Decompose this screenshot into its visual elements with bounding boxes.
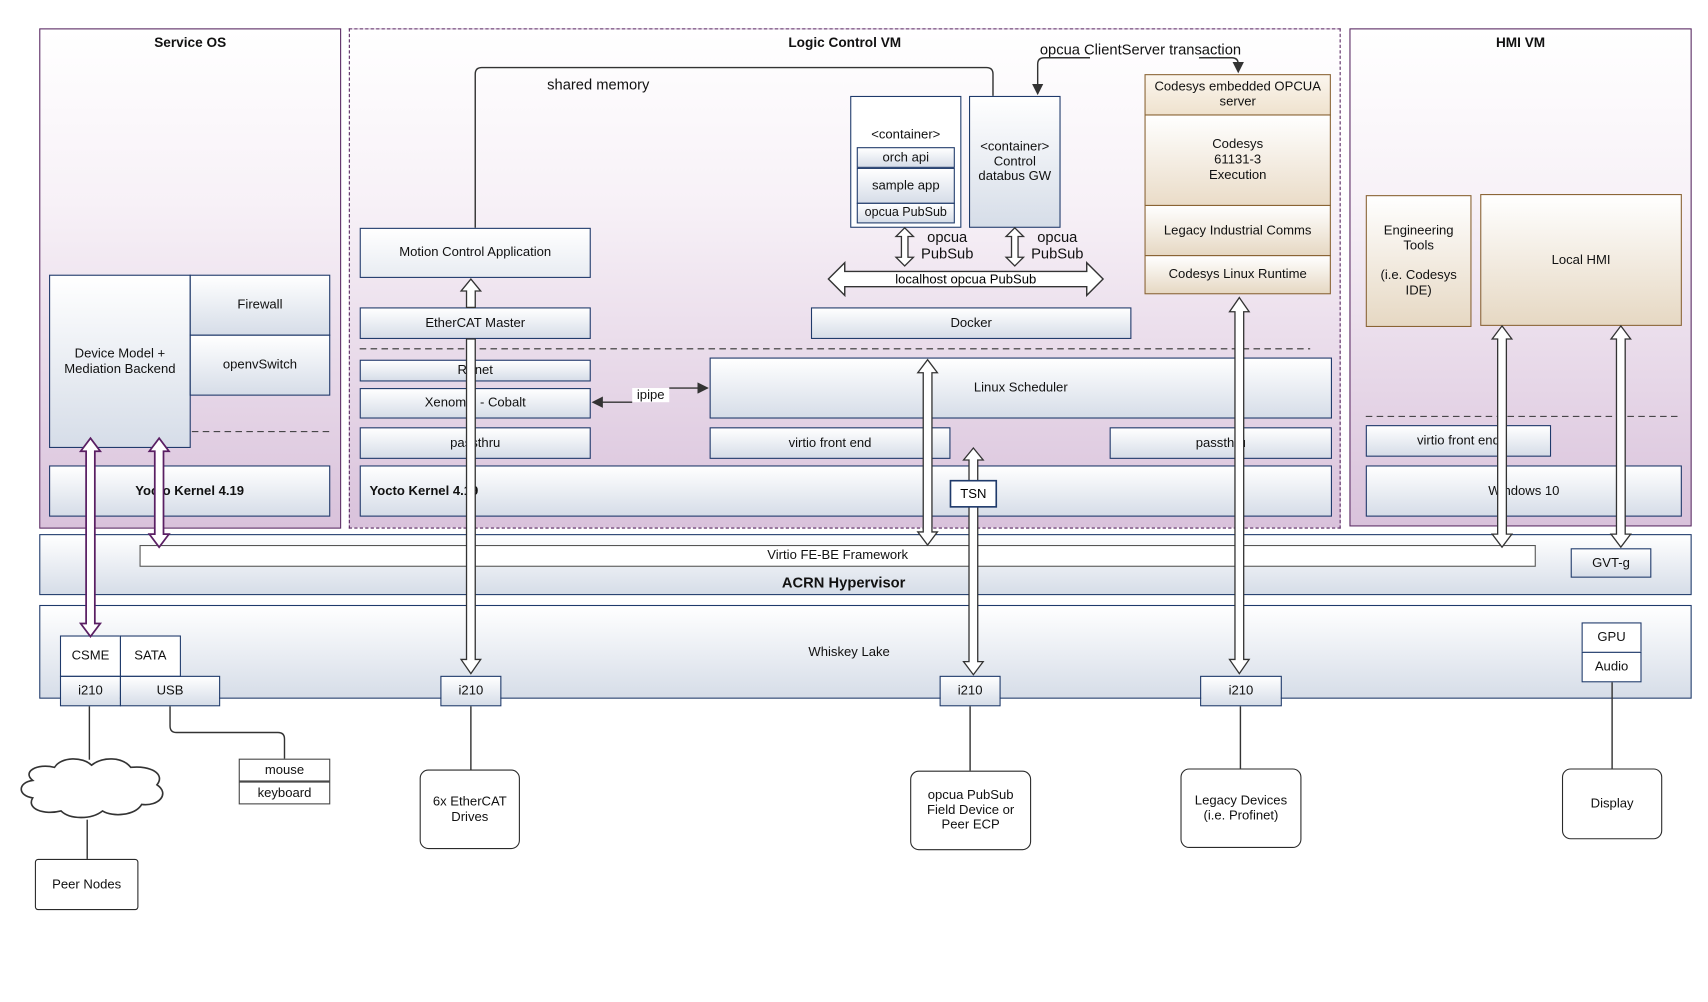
windows-10-box: Windows 10 xyxy=(1365,465,1682,517)
service-os-title: Service OS xyxy=(154,34,227,51)
linux-scheduler-box: Linux Scheduler xyxy=(709,357,1332,419)
rtnet-box: RTnet xyxy=(359,359,591,382)
hmi-vm-title: HMI VM xyxy=(1495,34,1546,51)
virtio-framework-box: Virtio FE-BE Framework xyxy=(139,545,1536,567)
codesys-runtime-box: Codesys Linux Runtime xyxy=(1144,255,1331,295)
openvswitch-box: openvSwitch xyxy=(189,334,331,396)
engineering-tools-box: Engineering Tools (i.e. Codesys IDE) xyxy=(1365,195,1472,327)
usb-box: USB xyxy=(119,675,221,707)
i210-box-a: i210 xyxy=(59,675,121,707)
xenomai-box: Xenomai - Cobalt xyxy=(359,388,591,419)
whiskey-lake-title: Whiskey Lake xyxy=(808,644,890,660)
logic-vm-kernel-box: Yocto Kernel 4.19 xyxy=(359,465,1332,517)
acrn-hypervisor-title: ACRN Hypervisor xyxy=(781,574,906,592)
csme-box: CSME xyxy=(59,635,121,677)
logic-control-vm-title: Logic Control VM xyxy=(788,34,902,51)
opcua-field-device-box: opcua PubSub Field Device or Peer ECP xyxy=(910,770,1032,851)
ethercat-master-box: EtherCAT Master xyxy=(359,307,591,339)
container-orch-title: <container> xyxy=(871,126,941,142)
orch-api-box: orch api xyxy=(856,147,955,168)
shared-memory-label: shared memory xyxy=(547,76,650,93)
motion-control-app-box: Motion Control Application xyxy=(359,227,591,278)
usb-mouse-line xyxy=(169,706,286,759)
sample-app-box: sample app xyxy=(856,167,955,204)
local-hmi-box: Local HMI xyxy=(1480,194,1682,326)
service-os-kernel-box: Yocto Kernel 4.19 xyxy=(49,465,331,517)
gpu-box: GPU xyxy=(1581,622,1642,653)
ethercat-drives-box: 6x EtherCAT Drives xyxy=(419,769,520,850)
peer-nodes-box: Peer Nodes xyxy=(34,858,139,911)
i210-box-c: i210 xyxy=(939,675,1001,707)
whiskey-lake-band: Whiskey Lake xyxy=(39,604,1692,699)
opcua-pubsub-label-1: opcua PubSub xyxy=(921,228,974,262)
gvt-g-box: GVT-g xyxy=(1570,548,1652,578)
docker-box: Docker xyxy=(810,307,1132,339)
legacy-devices-box: Legacy Devices (i.e. Profinet) xyxy=(1180,768,1302,849)
opcua-clientserver-label: opcua ClientServer transaction xyxy=(1039,41,1242,58)
codesys-execution-box: Codesys 61131-3 Execution xyxy=(1144,114,1331,207)
firewall-box: Firewall xyxy=(189,274,331,336)
opcua-pubsub-label-2: opcua PubSub xyxy=(1031,228,1084,262)
ipipe-label: ipipe xyxy=(632,387,670,403)
factory-network-label: factory Network xyxy=(43,784,135,801)
container-databus-box: <container> Control databus GW xyxy=(969,95,1061,228)
mouse-box: mouse xyxy=(238,758,331,782)
audio-box: Audio xyxy=(1581,651,1642,683)
device-model-box: Device Model + Mediation Backend xyxy=(49,274,191,448)
passthru-box-1: passthru xyxy=(359,427,591,459)
sata-box: SATA xyxy=(119,635,181,677)
passthru-box-2: passthru xyxy=(1109,427,1332,459)
hmi-virtio-front-end-box: virtio front end xyxy=(1365,425,1552,457)
legacy-comms-box: Legacy Industrial Comms xyxy=(1144,204,1331,257)
i210-box-b: i210 xyxy=(440,675,502,707)
i210-box-d: i210 xyxy=(1200,675,1282,707)
virtio-front-end-box: virtio front end xyxy=(709,427,951,459)
codesys-opcua-server-box: Codesys embedded OPCUA server xyxy=(1144,74,1331,116)
display-box: Display xyxy=(1561,768,1663,840)
keyboard-box: keyboard xyxy=(238,781,331,805)
opcua-pubsub-small-box: opcua PubSub xyxy=(856,202,955,224)
